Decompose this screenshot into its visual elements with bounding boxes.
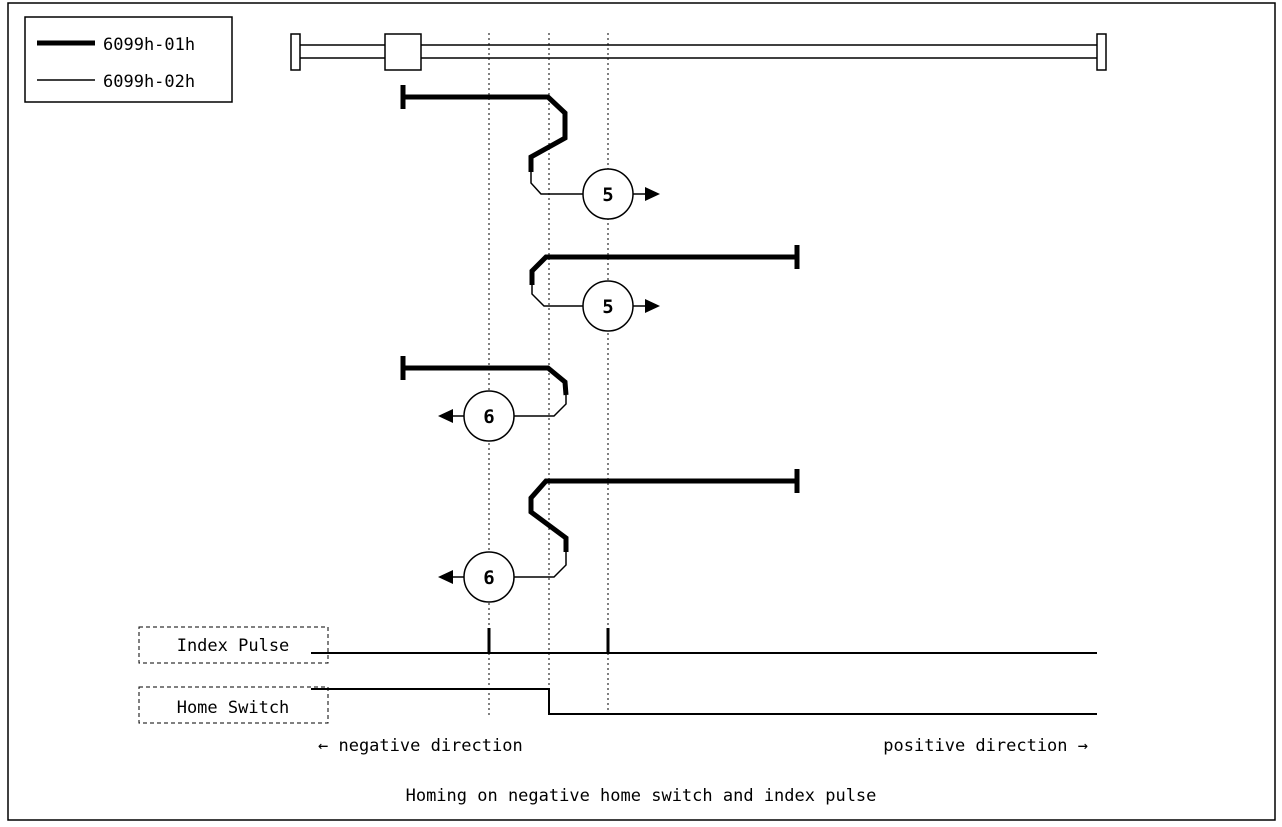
path-4-arrow-icon — [438, 570, 453, 584]
path-1-slow-move — [530, 172, 583, 195]
rail-right-endstop — [1096, 33, 1107, 71]
legend-item-label-1: 6099h-01h — [103, 35, 195, 55]
path-3-arrow-icon — [438, 409, 453, 423]
homing-path-3: 6 — [400, 356, 569, 442]
homing-path-1: 5 — [400, 85, 660, 220]
position-rail — [290, 33, 1107, 71]
home-switch-waveform — [311, 688, 1097, 715]
path-2-fast-move — [529, 254, 797, 285]
path-1-method-label: 5 — [602, 184, 613, 206]
home-switch-signal: Home Switch — [138, 686, 1097, 724]
path-3-fast-move — [403, 365, 569, 396]
path-1-fast-move — [403, 94, 568, 172]
path-2-slow-move — [531, 285, 583, 307]
path-2-arrow-icon — [645, 299, 660, 313]
positive-direction-label: positive direction → — [883, 736, 1088, 756]
path-4-slow-move — [514, 552, 567, 578]
home-switch-label-box — [138, 686, 329, 724]
homing-path-2: 5 — [529, 245, 800, 332]
path-3-slow-move — [514, 395, 567, 417]
diagram-caption: Homing on negative home switch and index… — [406, 786, 877, 806]
home-switch-label: Home Switch — [177, 698, 290, 718]
path-2-method-label: 5 — [602, 296, 613, 318]
reference-lines — [488, 33, 609, 715]
legend-item-label-2: 6099h-02h — [103, 72, 195, 92]
path-1-arrow-icon — [645, 187, 660, 201]
rail-carriage — [384, 33, 422, 71]
path-4-fast-move — [528, 478, 797, 552]
negative-direction-label: ← negative direction — [318, 736, 523, 756]
legend-box — [24, 16, 233, 103]
rail-left-endstop — [290, 33, 301, 71]
path-3-method-label: 6 — [483, 406, 494, 428]
index-pulse-signal: Index Pulse — [138, 626, 1097, 664]
homing-path-4: 6 — [438, 469, 800, 603]
legend: 6099h-01h 6099h-02h — [24, 16, 233, 103]
path-4-method-label: 6 — [483, 567, 494, 589]
diagram-frame — [7, 2, 1276, 821]
index-pulse-label-box — [138, 626, 329, 664]
index-pulse-label: Index Pulse — [177, 636, 290, 656]
